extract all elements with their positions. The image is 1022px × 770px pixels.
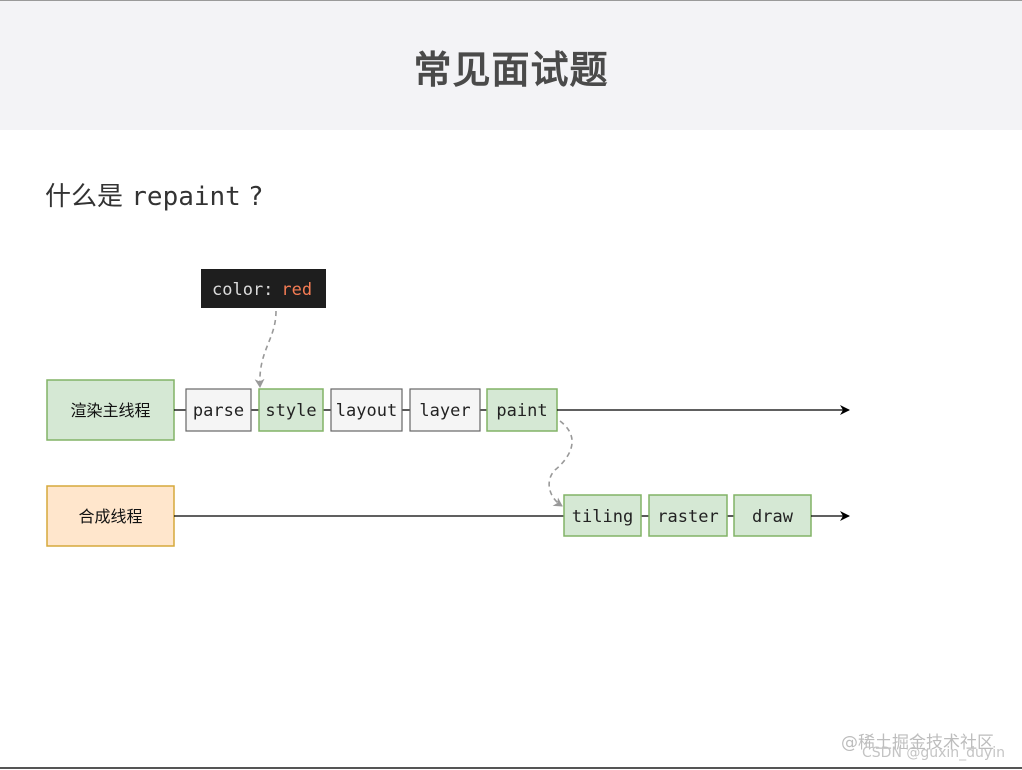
stage-layout-label: layout xyxy=(336,401,397,421)
header-bar: 常见面试题 xyxy=(0,0,1022,130)
watermark-csdn: CSDN @guxin_duyin xyxy=(862,745,1005,761)
main-thread-box xyxy=(46,379,175,441)
svg-text:color:red: color: red xyxy=(212,280,312,300)
page-title: 常见面试题 xyxy=(413,48,609,92)
compositor-thread-row: 合成线程 tiling raster draw xyxy=(46,485,850,547)
tooltip-value: red xyxy=(281,280,312,300)
tooltip-background xyxy=(201,269,326,308)
main-thread-row: 渲染主线程 parse style layout layer paint xyxy=(46,379,850,441)
main-thread-label: 渲染主线程 xyxy=(70,401,150,420)
stage-paint: paint xyxy=(486,388,558,432)
stage-style-label: style xyxy=(265,401,316,421)
stage-paint-label: paint xyxy=(496,401,547,421)
paint-to-tiling-connector xyxy=(548,420,573,507)
stage-tiling: tiling xyxy=(563,494,642,537)
stage-parse-label: parse xyxy=(193,401,244,421)
compositor-thread-box xyxy=(46,485,175,547)
stage-layer-label: layer xyxy=(419,401,470,421)
watermark-juejin: @稀土掘金技术社区 xyxy=(841,733,994,753)
stage-layout: layout xyxy=(330,388,403,432)
stage-parse: parse xyxy=(185,388,252,432)
question-code: repaint xyxy=(131,182,241,212)
stage-raster-label: raster xyxy=(657,507,718,527)
style-change-tooltip: color: red xyxy=(201,269,326,308)
stage-tiling-label: tiling xyxy=(572,507,633,527)
question-text: 什么是 repaint ? xyxy=(45,176,263,213)
stage-layer: layer xyxy=(409,388,481,432)
stage-style: style xyxy=(258,388,324,432)
stage-draw: draw xyxy=(733,494,812,537)
question-prefix: 什么是 xyxy=(45,182,132,212)
compositor-thread-label: 合成线程 xyxy=(78,507,142,526)
tooltip-key: color: xyxy=(212,280,273,300)
stage-raster: raster xyxy=(648,494,728,537)
tooltip-to-style-connector xyxy=(254,310,277,388)
stage-draw-label: draw xyxy=(752,507,794,527)
question-suffix: ? xyxy=(240,182,263,212)
bottom-border xyxy=(0,767,1022,769)
